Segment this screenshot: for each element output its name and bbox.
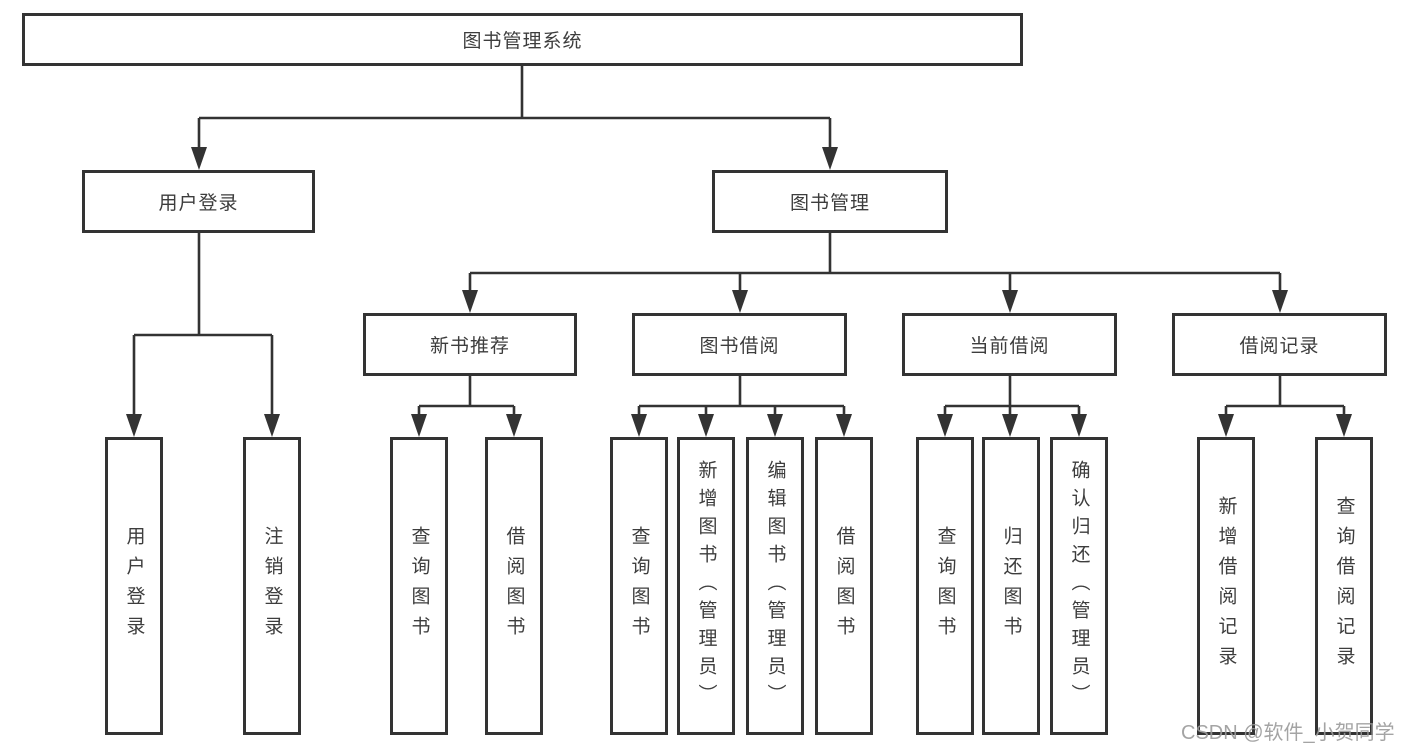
arrowhead xyxy=(937,414,953,437)
leaf-query-book-1-label: 查询图书 xyxy=(408,526,430,646)
leaf-user-login-label: 用户登录 xyxy=(123,526,145,646)
node-new-book-recommend-label: 新书推荐 xyxy=(429,336,510,357)
leaf-add-record-label: 新增借阅记录 xyxy=(1215,496,1237,676)
leaf-confirm-return: 确认归还（管理员） xyxy=(1050,437,1108,735)
arrowhead xyxy=(191,147,207,170)
arrowhead xyxy=(698,414,714,437)
leaf-add-book: 新增图书（管理员） xyxy=(677,437,735,735)
arrowhead xyxy=(506,414,522,437)
leaf-edit-book: 编辑图书（管理员） xyxy=(746,437,804,735)
node-new-book-recommend: 新书推荐 xyxy=(363,313,577,376)
node-user-login-label: 用户登录 xyxy=(158,193,239,214)
leaf-return-book-label: 归还图书 xyxy=(1000,526,1022,646)
node-book-borrow: 图书借阅 xyxy=(632,313,847,376)
arrowhead xyxy=(264,414,280,437)
leaf-borrow-book-2-label: 借阅图书 xyxy=(833,526,855,646)
node-book-management: 图书管理 xyxy=(712,170,948,233)
leaf-logout-label: 注销登录 xyxy=(261,526,283,646)
csdn-watermark: CSDN @软件_小贺同学 xyxy=(1181,722,1395,744)
node-user-login: 用户登录 xyxy=(82,170,315,233)
leaf-borrow-book-2: 借阅图书 xyxy=(815,437,873,735)
arrowhead xyxy=(1218,414,1234,437)
leaf-query-book-3: 查询图书 xyxy=(916,437,974,735)
leaf-query-book-1: 查询图书 xyxy=(390,437,448,735)
arrowhead xyxy=(411,414,427,437)
leaf-borrow-book-1: 借阅图书 xyxy=(485,437,543,735)
leaf-logout: 注销登录 xyxy=(243,437,301,735)
arrowhead xyxy=(767,414,783,437)
leaf-add-book-label: 新增图书（管理员） xyxy=(695,460,717,712)
arrowhead xyxy=(462,290,478,313)
node-borrow-record: 借阅记录 xyxy=(1172,313,1387,376)
leaf-edit-book-label: 编辑图书（管理员） xyxy=(764,460,786,712)
arrowhead xyxy=(1002,290,1018,313)
arrowhead xyxy=(732,290,748,313)
leaf-query-record-label: 查询借阅记录 xyxy=(1333,496,1355,676)
node-book-management-label: 图书管理 xyxy=(789,193,870,214)
node-root-label: 图书管理系统 xyxy=(462,31,583,52)
arrowhead xyxy=(1336,414,1352,437)
arrowhead xyxy=(126,414,142,437)
leaf-confirm-return-label: 确认归还（管理员） xyxy=(1068,460,1090,712)
arrowhead xyxy=(1071,414,1087,437)
arrowhead xyxy=(1272,290,1288,313)
arrowhead xyxy=(631,414,647,437)
arrowhead xyxy=(822,147,838,170)
leaf-query-book-3-label: 查询图书 xyxy=(934,526,956,646)
arrowhead xyxy=(836,414,852,437)
arrowhead xyxy=(1002,414,1018,437)
node-book-borrow-label: 图书借阅 xyxy=(699,336,780,357)
node-root: 图书管理系统 xyxy=(22,13,1023,66)
node-current-borrow: 当前借阅 xyxy=(902,313,1117,376)
leaf-query-record: 查询借阅记录 xyxy=(1315,437,1373,735)
node-current-borrow-label: 当前借阅 xyxy=(969,336,1050,357)
leaf-user-login: 用户登录 xyxy=(105,437,163,735)
leaf-query-book-2: 查询图书 xyxy=(610,437,668,735)
leaf-borrow-book-1-label: 借阅图书 xyxy=(503,526,525,646)
leaf-query-book-2-label: 查询图书 xyxy=(628,526,650,646)
node-borrow-record-label: 借阅记录 xyxy=(1239,336,1320,357)
leaf-add-record: 新增借阅记录 xyxy=(1197,437,1255,735)
leaf-return-book: 归还图书 xyxy=(982,437,1040,735)
